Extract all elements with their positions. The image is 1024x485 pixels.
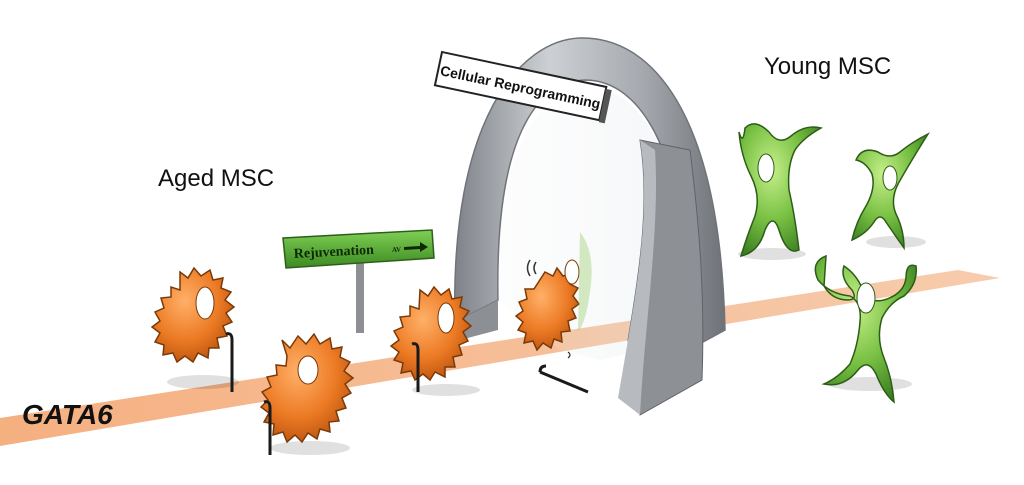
cane-icon: [263, 400, 272, 455]
arrow-right-icon: [404, 242, 428, 252]
young-msc-label: Young MSC: [764, 53, 891, 80]
young-cell-2: [850, 132, 931, 251]
transitioning-cell: [514, 232, 592, 394]
rejuvenation-signpost: Rejuvenation AV: [282, 229, 435, 333]
young-cell-3: [814, 254, 917, 404]
gata6-road: [0, 270, 1000, 446]
cane-icon: [225, 332, 234, 392]
dropped-cane-icon: [538, 364, 589, 394]
road-sign-small-text: AV: [392, 246, 402, 254]
cane-icon: [411, 342, 420, 392]
aged-cell-3: [389, 285, 480, 396]
young-cell-1: [738, 123, 824, 260]
aged-msc-label: Aged MSC: [158, 165, 274, 192]
road-sign-text: Rejuvenation: [293, 243, 374, 262]
gata6-label: GATA6: [22, 399, 113, 430]
aged-cell-1: [150, 266, 239, 392]
motion-lines-icon: [526, 259, 537, 277]
aged-cell-2: [259, 332, 355, 455]
